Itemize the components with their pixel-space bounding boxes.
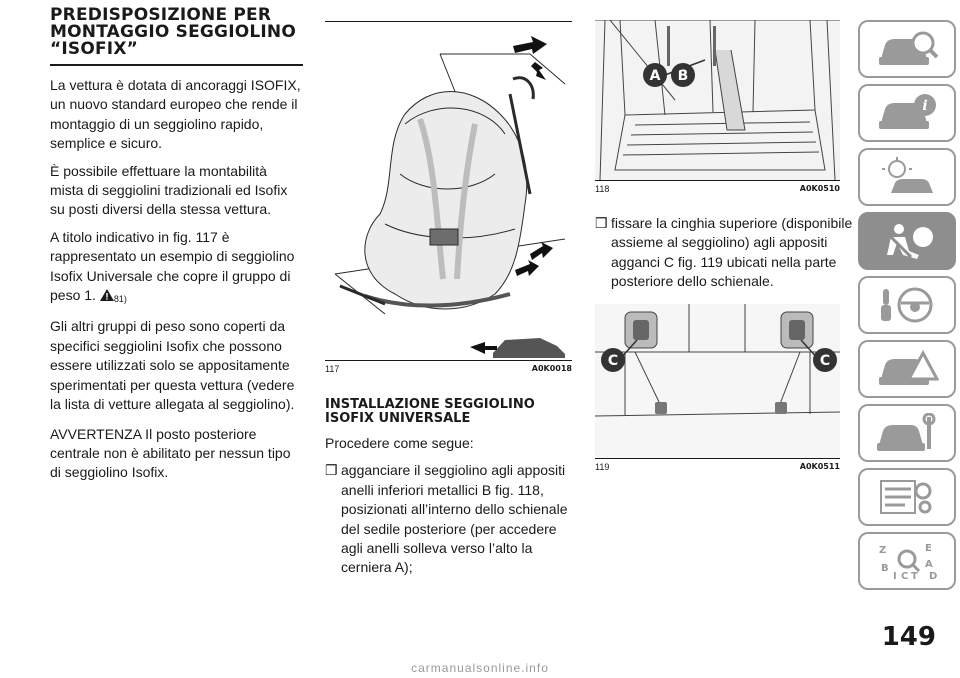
safety-icon <box>887 224 933 259</box>
paragraph-3: A titolo indicativo in fig. 117 è rappre… <box>50 228 303 310</box>
figure-118-code: A0K0510 <box>799 184 840 193</box>
tab-maintenance[interactable] <box>858 404 956 462</box>
paragraph-5: AVVERTENZA Il posto posteriore centrale … <box>50 425 291 481</box>
technical-data-icon <box>880 480 932 514</box>
figure-117-code: A0K0018 <box>531 364 572 373</box>
starting-driving-icon <box>881 287 933 323</box>
emergency-icon <box>879 349 939 385</box>
note-reference: 81) <box>113 294 127 305</box>
svg-text:Z: Z <box>879 545 886 556</box>
label-c-right-badge: C <box>813 348 837 372</box>
step-1: ❒ agganciare il seggiolino agli appositi… <box>325 461 572 577</box>
figure-118-number: 118 <box>595 184 610 194</box>
page-number: 149 <box>881 622 936 652</box>
maintenance-icon <box>877 413 936 451</box>
bullet-icon: ❒ <box>325 462 338 479</box>
figure-118-bottom-rule <box>595 180 840 181</box>
paragraph-1: La vettura è dotata di ancoraggi ISOFIX,… <box>50 77 301 152</box>
figure-117-caption: 117 A0K0018 <box>325 364 572 374</box>
watermark: carmanualsonline.info <box>411 661 549 675</box>
svg-text:A: A <box>925 559 933 570</box>
bullet-icon: ❒ <box>595 215 608 231</box>
figure-119-caption: 119 A0K0511 <box>595 462 840 472</box>
column-2: 117 A0K0018 INSTALLAZIONE SEGGIOLINO ISO… <box>325 0 572 575</box>
label-c-left-badge: C <box>601 348 625 372</box>
step-1-text: agganciare il seggiolino agli appositi a… <box>341 462 568 576</box>
svg-text:I: I <box>893 571 897 581</box>
figure-119: C C <box>594 304 841 458</box>
top-tether-illustration: C C <box>594 304 841 458</box>
section-title: PREDISPOSIZIONE PER MONTAGGIO SEGGIOLINO… <box>50 5 297 59</box>
label-b: B <box>678 68 689 84</box>
figure-118: A B <box>595 19 840 181</box>
label-a-badge: A <box>643 63 667 87</box>
label-a: A <box>650 68 661 84</box>
tab-safety[interactable] <box>858 212 956 270</box>
svg-text:i: i <box>922 98 927 114</box>
figure-118-caption: 118 A0K0510 <box>595 184 840 194</box>
svg-text:E: E <box>925 543 932 554</box>
installation-section: INSTALLAZIONE SEGGIOLINO ISOFIX UNIVERSA… <box>325 398 572 586</box>
tab-lights[interactable] <box>858 148 956 206</box>
svg-text:C: C <box>901 571 908 581</box>
tab-emergency[interactable] <box>858 340 956 398</box>
paragraph-2: È possibile effettuare la montabilità mi… <box>50 162 288 218</box>
anchor-right <box>780 311 814 349</box>
title-rule <box>50 64 303 66</box>
car-icon <box>470 338 565 358</box>
info-icon: i <box>879 94 936 129</box>
svg-text:T: T <box>911 571 918 581</box>
tab-technical-data[interactable] <box>858 468 956 526</box>
tab-dashboard[interactable] <box>858 20 956 78</box>
column-1: PREDISPOSIZIONE PER MONTAGGIO SEGGIOLINO… <box>50 0 303 491</box>
lights-icon <box>882 157 933 193</box>
step-2: ❒ fissare la cinghia superiore (disponib… <box>595 214 856 292</box>
figure-119-number: 119 <box>595 462 610 472</box>
paragraph-3-text: A titolo indicativo in fig. 117 è rappre… <box>50 228 295 304</box>
installation-title: INSTALLAZIONE SEGGIOLINO ISOFIX UNIVERSA… <box>325 397 535 426</box>
label-b-badge: B <box>671 63 695 87</box>
installation-intro: Procedere come segue: <box>325 435 474 451</box>
figure-117 <box>325 24 572 360</box>
figure-119-bottom-rule <box>595 458 840 459</box>
warning-icon <box>99 289 114 302</box>
figure-117-top-rule <box>325 21 572 22</box>
figure-117-number: 117 <box>325 364 340 374</box>
figure-119-code: A0K0511 <box>799 462 840 471</box>
label-c-right: C <box>820 353 830 369</box>
figure-117-bottom-rule <box>325 360 572 361</box>
step-2-text: fissare la cinghia superiore (disponibil… <box>611 215 853 290</box>
anchor-left <box>624 311 658 349</box>
tab-info[interactable]: i <box>858 84 956 142</box>
child-seat-illustration <box>334 36 566 358</box>
label-c-left: C <box>608 353 618 369</box>
svg-text:D: D <box>929 571 937 581</box>
svg-text:B: B <box>881 563 889 574</box>
seat-anchor-illustration: A B <box>595 19 840 181</box>
tab-starting-driving[interactable] <box>858 276 956 334</box>
paragraph-4: Gli altri gruppi di peso sono coperti da… <box>50 318 295 413</box>
dashboard-icon <box>879 31 939 65</box>
